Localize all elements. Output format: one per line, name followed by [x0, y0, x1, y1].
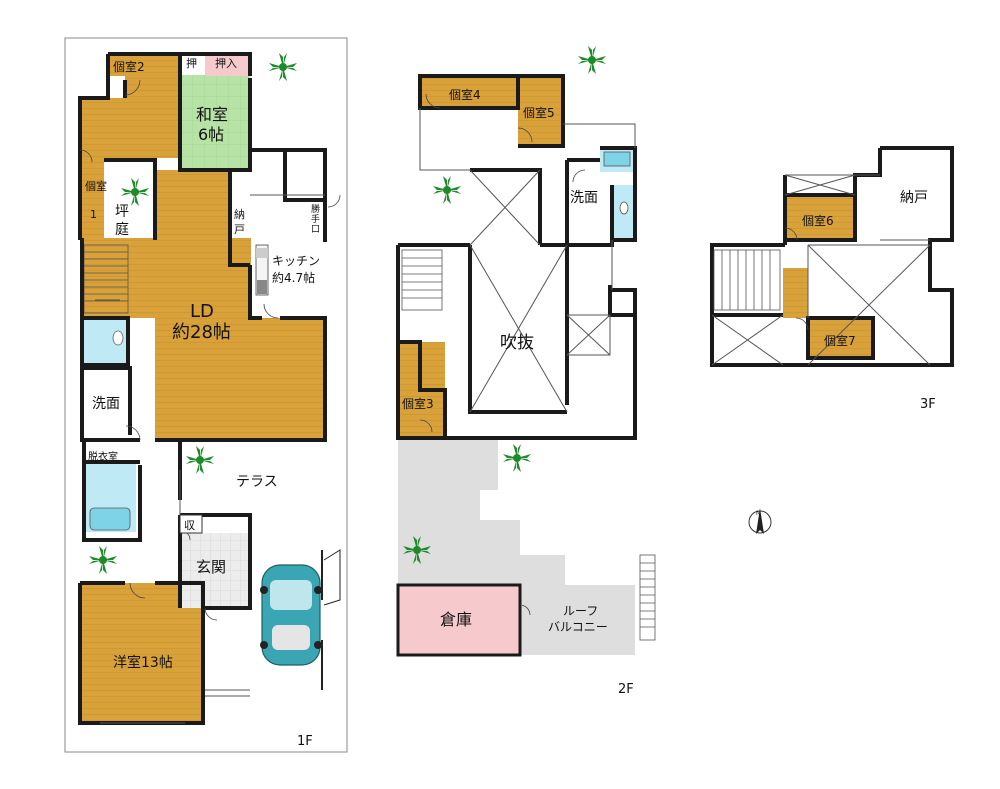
label-nando-3f: 納戸: [900, 190, 928, 206]
label-kitchen-name: キッチン: [272, 254, 320, 268]
tree-icon: [578, 46, 606, 74]
label-shu: 収: [184, 519, 195, 532]
doors-2f: [419, 93, 586, 433]
roof-balcony-area: [398, 438, 635, 655]
stairs-3f: [713, 249, 781, 311]
stairs-2f: [401, 249, 443, 311]
tree-icon: [433, 176, 461, 204]
label-terrace: テラス: [236, 474, 278, 490]
tree-icon: [186, 446, 214, 474]
parking-marks: [321, 549, 341, 690]
walls-1f: [78, 52, 327, 725]
floor-label-2f: 2F: [618, 682, 634, 697]
label-kojitsu1-b: 1: [90, 208, 97, 221]
label-soko: 倉庫: [440, 610, 472, 629]
label-roof-balcony-a: ルーフ: [563, 604, 598, 618]
floor-1f: 個室2 押 押入 和室 6帖 個室 1 坪 庭 納 戸 勝 手 口 キッチン 約…: [64, 37, 348, 753]
room-kojitsu6-floor: [785, 195, 855, 240]
label-yoshitsu: 洋室13帖: [113, 654, 173, 671]
tree-icon: [89, 546, 117, 574]
genkan-floor: [180, 533, 250, 608]
label-ld-size: 約28帖: [172, 322, 231, 343]
room-kojitsu5-floor: [518, 76, 563, 146]
floor-2f: 個室4 個室5 洗面 吹抜 個室3 倉庫 ルーフ バルコニー 2F: [396, 46, 656, 697]
doors-1f: [79, 79, 341, 621]
oshiire-fill: [205, 54, 250, 76]
room-kojitsu4-floor: [420, 76, 518, 108]
thin-lines-2f: [419, 108, 636, 413]
compass-label: N: [756, 510, 761, 517]
label-kojitsu5: 個室5: [523, 105, 555, 120]
room-kojitsu7-floor: [808, 318, 873, 358]
label-oshiire: 押入: [215, 56, 237, 70]
stove-icon: [257, 280, 267, 294]
label-oshi: 押: [186, 56, 197, 70]
label-tsuboniwa-a: 坪: [115, 204, 129, 220]
label-nando-a: 納: [234, 208, 245, 221]
label-kojitsu1-a: 個室: [85, 179, 107, 193]
label-kojitsu3: 個室3: [402, 396, 434, 411]
toilet-icon-2f: [619, 201, 629, 215]
label-kojitsu7: 個室7: [824, 333, 856, 348]
floor-label-3f: 3F: [920, 397, 936, 412]
toilet-icon: [112, 330, 124, 346]
car-icon: [260, 564, 322, 666]
balcony-stairs: [639, 554, 656, 641]
label-genkan: 玄関: [196, 558, 226, 576]
sink-icon: [256, 248, 268, 258]
room-washitsu-floor: [180, 75, 250, 170]
basin-icon: [603, 151, 631, 167]
label-datsuishitsu: 脱衣室: [88, 450, 118, 463]
room-ld-floor: [155, 318, 325, 438]
label-washitsu-size: 6帖: [198, 125, 224, 144]
label-katteguchi-c: 口: [311, 225, 320, 235]
tree-icon: [269, 53, 297, 81]
site-boundary-1f: [64, 37, 348, 753]
label-washitsu-name: 和室: [196, 105, 228, 124]
doors-3f: [784, 227, 809, 331]
label-kojitsu6: 個室6: [802, 213, 834, 228]
windows-1f: [100, 194, 325, 724]
room-kojitsu1-floor: [80, 158, 104, 238]
thin-lines-3f: [711, 174, 931, 366]
label-kojitsu2: 個室2: [113, 59, 145, 74]
label-fukinuke: 吹抜: [500, 333, 534, 353]
label-kitchen-size: 約4.7帖: [272, 270, 315, 285]
north-compass-icon: N: [748, 508, 772, 534]
room-soko: [396, 583, 522, 657]
label-roof-balcony-b: バルコニー: [548, 620, 608, 634]
tree-icon: [503, 444, 531, 472]
label-senmen-1f: 洗面: [92, 396, 120, 412]
label-senmen-2f: 洗面: [570, 190, 598, 206]
label-ld-name: LD: [190, 301, 214, 322]
label-katteguchi-b: 手: [311, 213, 320, 225]
label-nando-b: 戸: [234, 223, 245, 236]
label-kojitsu4: 個室4: [449, 87, 481, 102]
label-tsuboniwa-b: 庭: [115, 221, 129, 238]
room-kojitsu2-floor: [108, 54, 178, 76]
floor-label-1f: 1F: [297, 734, 313, 749]
floor-3f: 納戸 個室6 個室7 3F: [710, 146, 954, 412]
label-katteguchi-a: 勝: [311, 203, 320, 215]
bathtub-icon: [89, 507, 131, 531]
